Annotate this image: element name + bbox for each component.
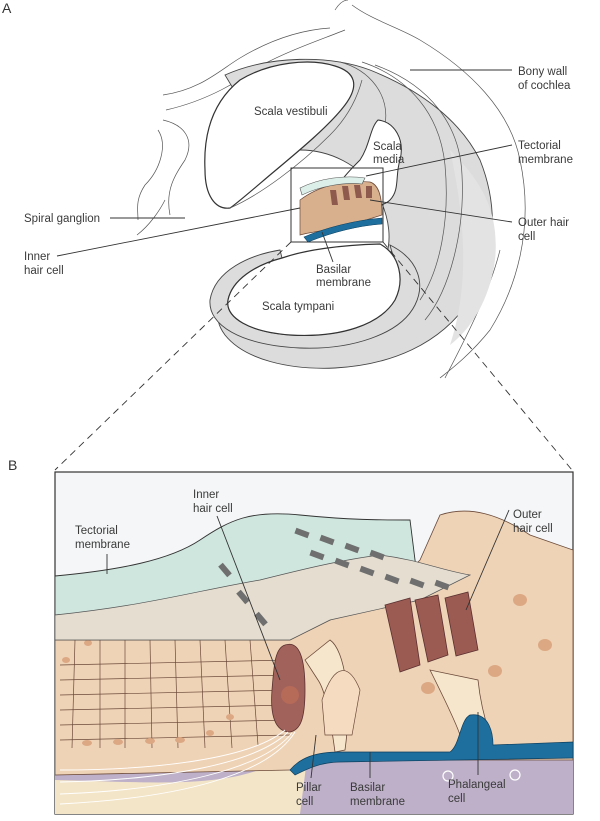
tunnel-of-corti	[321, 670, 361, 736]
label-inner-hair-b-1: Inner	[193, 489, 219, 501]
panel-a-letter: A	[2, 0, 12, 16]
label-tectorial-b-2: membrane	[75, 539, 130, 551]
label-basilar-a-2: membrane	[316, 277, 371, 289]
label-tectorial-a-2: membrane	[518, 154, 573, 166]
reticular-lamina	[55, 554, 472, 641]
cell-circle-1	[442, 770, 454, 782]
label-tectorial-a-1: Tectorial	[518, 140, 561, 152]
panel-b: B	[8, 457, 574, 815]
lower-cream-band	[55, 735, 310, 814]
outer-contour-3	[351, 4, 526, 379]
nerve-fibers	[59, 729, 296, 805]
label-scala-tympani: Scala tympani	[262, 301, 334, 313]
label-outer-hair-b-1: Outer	[513, 509, 542, 521]
label-scala-media-2: media	[373, 154, 405, 166]
label-outer-hair-b-2: hair cell	[513, 523, 553, 535]
basilar-membrane-b	[289, 714, 573, 776]
zoom-box	[290, 167, 384, 243]
ganglion-contour-1	[162, 119, 190, 216]
label-bony-wall-1: Bony wall	[518, 66, 567, 78]
leader-pillar	[310, 734, 317, 779]
projection-line-left	[54, 241, 292, 471]
label-phalangeal-2: cell	[448, 793, 465, 805]
panel-a: A Scala vestibuli	[2, 0, 573, 471]
label-bony-wall-2: of cochlea	[518, 80, 571, 92]
ganglion-contour-3	[136, 199, 166, 236]
hair-cells-a	[330, 185, 372, 205]
projection-line-right	[382, 241, 573, 471]
leader-inner-hair-a	[56, 207, 301, 257]
stereocilia-bundles	[218, 527, 450, 627]
label-inner-hair-b-2: hair cell	[193, 503, 233, 515]
leader-outer-hair-a	[369, 199, 513, 223]
label-basilar-b-1: Basilar	[350, 782, 385, 794]
outer-contour-1	[162, 27, 331, 96]
label-tectorial-b-1: Tectorial	[75, 525, 118, 537]
scala-vestibuli	[204, 61, 355, 209]
leader-inner-hair-b	[216, 515, 281, 681]
leader-tectorial-a	[365, 144, 513, 177]
outer-hair-cells-b	[384, 591, 479, 673]
tectorial-membrane-a	[299, 176, 366, 196]
reissner-membrane	[229, 79, 363, 209]
label-outer-hair-a-1: Outer hair	[518, 217, 569, 229]
bone-texture	[450, 150, 496, 345]
inner-hair-cell-nucleus	[281, 686, 299, 704]
label-basilar-a-1: Basilar	[316, 264, 351, 276]
cell-circle-2	[509, 769, 521, 781]
label-pillar-2: cell	[296, 796, 313, 808]
label-phalangeal-1: Phalangeal	[448, 779, 506, 791]
scala-tympani	[227, 243, 401, 337]
label-inner-hair-a-2: hair cell	[24, 265, 64, 277]
label-outer-hair-a-2: cell	[518, 231, 535, 243]
inner-bone-line-2	[361, 61, 447, 301]
inner-bone-line-3	[374, 64, 463, 321]
label-scala-vestibuli: Scala vestibuli	[254, 106, 328, 118]
label-scala-media-1: Scala	[373, 141, 402, 153]
outer-contour-4	[334, 0, 349, 11]
label-inner-hair-a-1: Inner	[24, 251, 50, 263]
label-basilar-b-2: membrane	[350, 796, 405, 808]
claudius-cells	[59, 639, 291, 749]
ganglion-contour-2	[137, 129, 163, 221]
label-pillar-1: Pillar	[296, 782, 322, 794]
panel-b-letter: B	[8, 457, 17, 473]
label-spiral-ganglion: Spiral ganglion	[24, 213, 100, 225]
cell-nuclei	[62, 594, 552, 746]
leader-outer-hair-b	[465, 509, 510, 611]
leader-basilar-a	[321, 231, 334, 263]
